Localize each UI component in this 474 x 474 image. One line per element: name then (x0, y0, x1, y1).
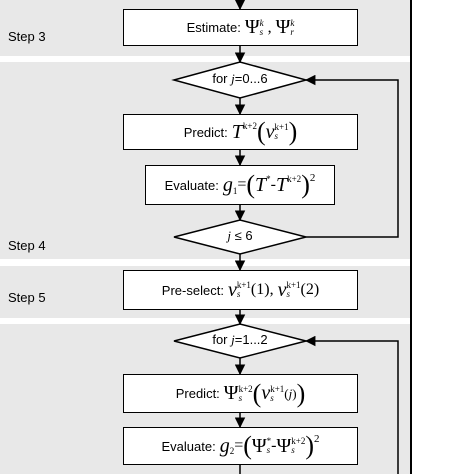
close-paren: ) (288, 117, 298, 146)
s-subscript: s (236, 289, 241, 299)
psi-symbol: Ψ (276, 434, 292, 457)
psi-symbol: Ψ (275, 16, 291, 38)
open-paren: ( (256, 117, 266, 146)
open-paren: ( (246, 170, 256, 199)
evaluate2-label: Evaluate: (161, 438, 216, 454)
close-paren: ) (296, 378, 306, 408)
loop2-return-arrow (304, 335, 399, 474)
loop1-diamond (171, 61, 309, 99)
loop1-text: for j=0...6 (212, 71, 268, 86)
predict1-box: Predict: T k+2 ( v k+1 s ) (123, 114, 358, 150)
estimate-box: Estimate: Ψ k s , Ψ k r (123, 9, 358, 46)
voltage-symbol: v (265, 120, 275, 143)
j-index: j (288, 385, 293, 401)
cond1-text: j ≤ 6 (227, 228, 253, 243)
predict2-box: Predict: Ψ k+2 s ( v k+1 s (j) ) (123, 374, 358, 413)
arg-one: (1), (250, 281, 274, 298)
kp2-superscript: k+2 (242, 121, 257, 131)
s-subscript: s (266, 445, 271, 455)
kp2-superscript: k+2 (287, 174, 302, 184)
k-superscript: k (259, 17, 264, 28)
star-superscript: * (266, 436, 272, 446)
voltage-symbol: v (227, 278, 237, 301)
predict1-label: Predict: (183, 124, 228, 140)
g-symbol: g (222, 173, 233, 196)
kp1-superscript: k+1 (286, 280, 301, 290)
arg-two: (2) (300, 281, 320, 298)
loop1-return-arrow (304, 74, 399, 238)
torque-symbol: T (275, 173, 288, 196)
step4-label: Step 4 (8, 238, 46, 253)
g2-subscript: 2 (229, 446, 235, 456)
estimate-label: Estimate: (186, 20, 241, 35)
evaluate1-box: Evaluate: g 1 = ( T * - T k+2 ) 2 (145, 165, 335, 205)
psi-symbol: Ψ (244, 16, 260, 38)
loop2-diamond (173, 323, 307, 359)
k-superscript: k (290, 17, 295, 28)
cond1-diamond (173, 219, 307, 255)
evaluate1-label: Evaluate: (164, 177, 219, 193)
voltage-symbol: v (261, 382, 271, 404)
preselect-label: Pre-select: (161, 282, 224, 298)
s-subscript: s (286, 289, 290, 299)
step3-label: Step 3 (8, 29, 46, 44)
kp2-superscript: k+2 (291, 436, 306, 446)
close-paren: ) (305, 431, 314, 460)
star-superscript: * (266, 174, 271, 184)
evaluate2-box: Evaluate: g 2 = ( Ψ * s - Ψ k+2 s ) 2 (123, 427, 358, 465)
step4-band (0, 62, 410, 259)
kp1-superscript: k+1 (236, 280, 251, 290)
square-superscript: 2 (314, 433, 320, 445)
psi-symbol: Ψ (223, 382, 239, 404)
open-paren: ( (243, 431, 252, 460)
r-subscript: r (290, 26, 294, 37)
loop2-text: for j=1...2 (212, 332, 268, 347)
right-border-line (410, 0, 412, 474)
s-subscript: s (259, 26, 264, 37)
g-symbol: g (219, 434, 230, 457)
preselect-box: Pre-select: v k+1 s (1), v k+1 s (2) (123, 270, 358, 310)
s-subscript: s (270, 392, 274, 403)
s-subscript: s (291, 445, 295, 455)
step5-label: Step 5 (8, 290, 46, 305)
square-superscript: 2 (309, 172, 316, 184)
close-paren: ) (301, 170, 310, 199)
torque-symbol: T (231, 120, 243, 143)
kp1-superscript: k+1 (270, 383, 285, 394)
psi-symbol: Ψ (251, 434, 267, 457)
predict2-label: Predict: (175, 386, 220, 401)
s-subscript: s (238, 392, 243, 403)
open-paren: ( (252, 378, 262, 408)
kp1-superscript: k+1 (274, 122, 289, 132)
voltage-symbol: v (277, 278, 287, 301)
s-subscript: s (274, 131, 279, 141)
g1-subscript: 1 (232, 186, 238, 196)
kp2-superscript: k+2 (238, 383, 253, 394)
torque-symbol: T (255, 173, 267, 196)
comma-separator: , (267, 18, 272, 36)
